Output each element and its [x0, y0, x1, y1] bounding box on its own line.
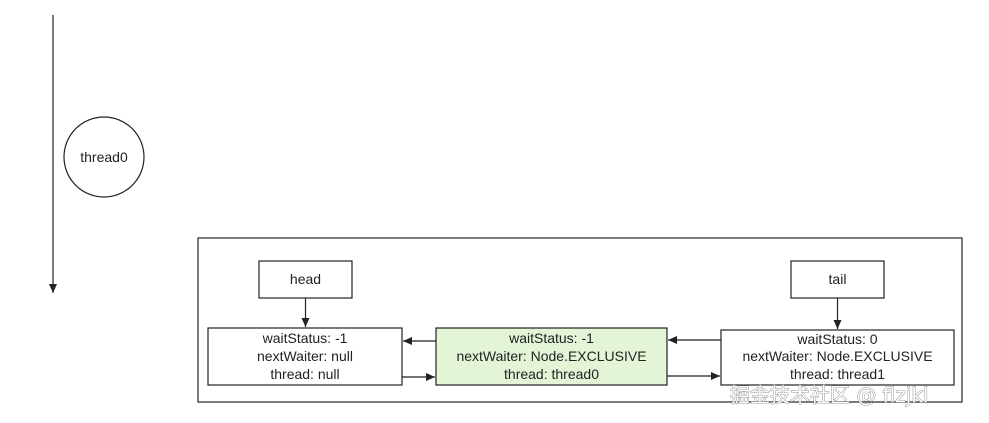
queue-container [197, 237, 963, 403]
node-2-next-waiter: nextWaiter: Node.EXCLUSIVE [742, 348, 932, 364]
node-2-wait-status: waitStatus: 0 [796, 331, 877, 347]
node-1-next-waiter: nextWaiter: Node.EXCLUSIVE [456, 348, 646, 364]
head-label: head [290, 271, 321, 287]
queue-node-2: waitStatus: 0 nextWaiter: Node.EXCLUSIVE… [720, 329, 955, 386]
node-1-wait-status: waitStatus: -1 [508, 330, 594, 346]
thread-circle: thread0 [63, 116, 145, 198]
node-0-wait-status: waitStatus: -1 [262, 330, 348, 346]
tail-label: tail [829, 271, 847, 287]
node-1-thread: thread: thread0 [504, 366, 599, 382]
queue-node-0: waitStatus: -1 nextWaiter: null thread: … [207, 327, 403, 386]
node-0-thread: thread: null [270, 366, 339, 382]
head-box: head [258, 260, 353, 299]
queue-node-1: waitStatus: -1 nextWaiter: Node.EXCLUSIV… [435, 327, 668, 386]
tail-box: tail [790, 260, 885, 299]
node-2-thread: thread: thread1 [790, 366, 885, 382]
watermark: 掘金技术社区 @ flzjkl [730, 383, 929, 407]
thread-circle-label: thread0 [80, 149, 128, 165]
node-0-next-waiter: nextWaiter: null [257, 348, 353, 364]
